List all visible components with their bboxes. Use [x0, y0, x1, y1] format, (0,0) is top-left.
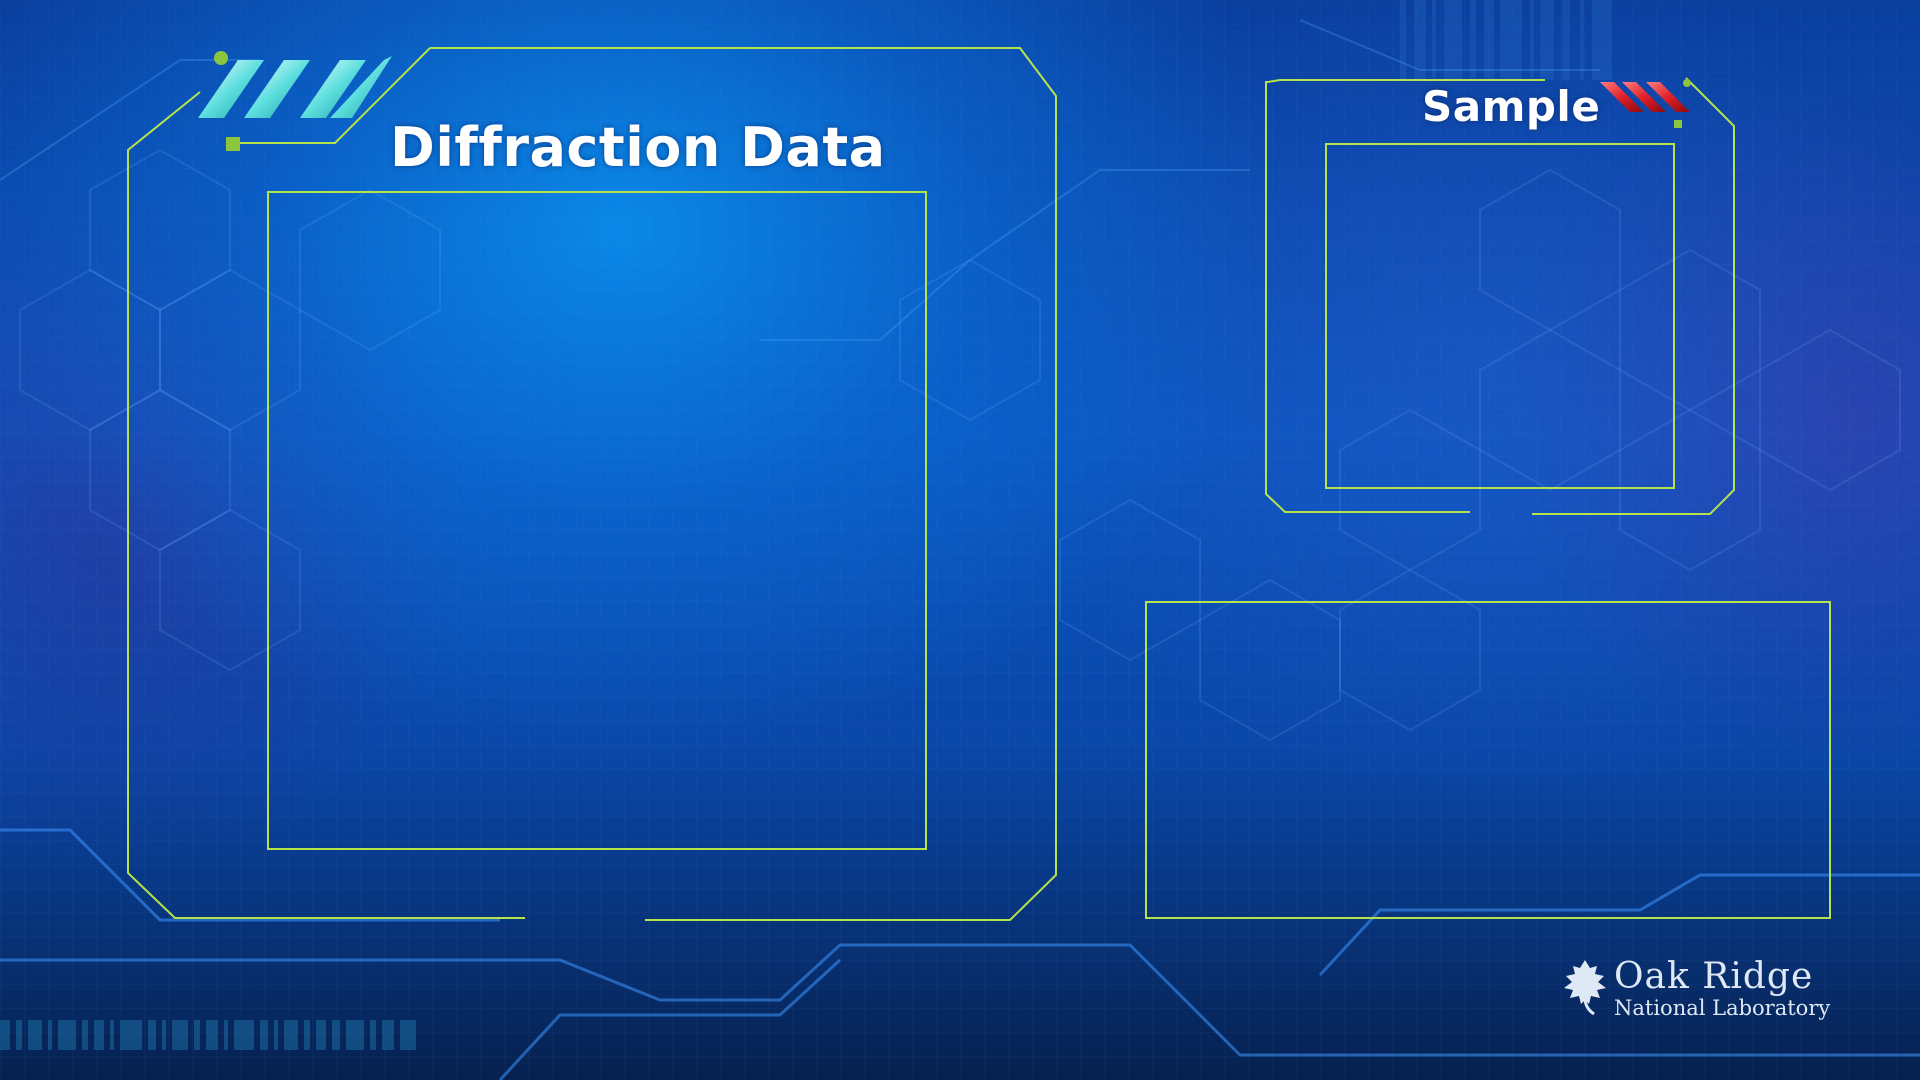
- logo-line-1: Oak Ridge: [1614, 956, 1814, 997]
- lower-right-panel-frame: [1145, 601, 1831, 919]
- diffraction-data-title: Diffraction Data: [390, 116, 886, 179]
- diffraction-panel-frame: [127, 47, 1057, 921]
- logo-line-2: National Laboratory: [1614, 996, 1831, 1020]
- teal-stripes-decoration: [198, 56, 392, 118]
- oak-ridge-logo: Oak Ridge National Laboratory: [1562, 958, 1832, 1028]
- frame-corner-square: [226, 137, 240, 151]
- red-stripes-decoration: [1600, 82, 1690, 112]
- sample-title: Sample: [1422, 82, 1601, 131]
- oak-leaf-icon: [1564, 960, 1606, 1016]
- circuit-lines: [0, 828, 1920, 1080]
- hexagon-pattern: [19, 148, 1901, 742]
- frame-corner-dot: [214, 51, 228, 65]
- sample-panel-frame: [1265, 77, 1735, 515]
- barcode-strip: [0, 1020, 416, 1050]
